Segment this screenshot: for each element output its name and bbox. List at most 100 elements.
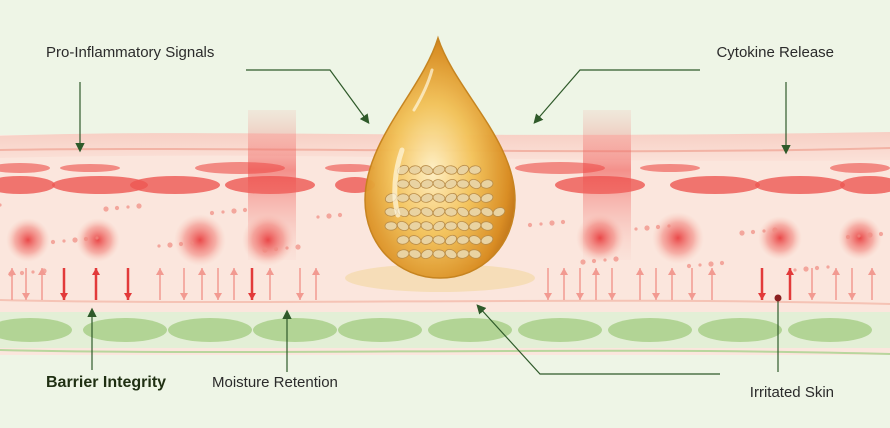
cytokine-dot: [603, 258, 607, 262]
up-down-arrow-icon: [636, 268, 644, 300]
seed: [384, 221, 398, 231]
up-down-arrow-icon: [124, 268, 132, 300]
seed: [432, 249, 446, 259]
cytokine-dot: [19, 270, 25, 276]
seed: [408, 193, 422, 203]
cytokine-dot: [750, 229, 756, 235]
cytokine-dot: [762, 229, 766, 233]
cytokine-dot: [72, 237, 78, 243]
barrier-cell: [428, 318, 512, 342]
red-cell: [130, 176, 220, 194]
inflammation-spot: [174, 214, 226, 266]
up-down-arrow-icon: [592, 268, 600, 300]
label-irritated-skin: Irritated Skin: [749, 384, 834, 401]
red-cell: [640, 164, 700, 172]
cytokine-dot: [686, 263, 692, 269]
seed: [444, 249, 458, 259]
barrier-cell: [338, 318, 422, 342]
seed: [468, 193, 482, 203]
seed: [420, 193, 434, 203]
up-down-arrow-icon: [608, 268, 616, 300]
seed: [480, 179, 494, 189]
barrier-cell: [0, 318, 72, 342]
barrier-cell: [698, 318, 782, 342]
cytokine-dot: [527, 222, 533, 228]
seed: [468, 235, 482, 245]
seed: [408, 235, 422, 245]
seed: [420, 249, 434, 259]
inflammation-spot: [76, 218, 120, 262]
up-down-arrow-icon: [214, 268, 222, 300]
seed: [432, 165, 446, 175]
cytokine-dot: [560, 219, 566, 225]
barrier-cell: [168, 318, 252, 342]
up-down-arrow-icon: [180, 268, 188, 300]
up-down-arrow-icon: [868, 268, 876, 300]
seed: [420, 207, 434, 217]
seed: [456, 179, 470, 189]
up-down-arrow-icon: [248, 268, 256, 300]
cytokine-dot: [655, 224, 661, 230]
up-down-arrow-icon: [652, 268, 660, 300]
red-cell: [325, 164, 375, 172]
up-down-arrow-icon: [560, 268, 568, 300]
barrier-cell: [788, 318, 872, 342]
cytokine-dot: [337, 212, 343, 218]
cytokine-dot: [708, 261, 714, 267]
label-pro-inflammatory-signals: Pro-Inflammatory Signals: [46, 44, 215, 61]
cytokine-dot: [209, 210, 215, 216]
cytokine-dot: [793, 268, 797, 272]
up-down-arrow-icon: [786, 268, 794, 300]
red-cell: [755, 176, 845, 194]
seed: [420, 235, 434, 245]
seed: [480, 207, 494, 217]
up-down-arrow-icon: [576, 268, 584, 300]
barrier-cell: [608, 318, 692, 342]
cytokine-dot: [295, 244, 301, 250]
inflammation-spot: [838, 216, 882, 260]
red-cell: [515, 162, 605, 174]
up-down-arrow-icon: [848, 268, 856, 300]
cytokine-dot: [878, 231, 884, 237]
seed: [480, 221, 494, 231]
seed: [432, 179, 446, 189]
cytokine-dot: [591, 258, 597, 264]
cytokine-dot: [114, 205, 120, 211]
seed: [420, 165, 434, 175]
cytokine-dot: [857, 234, 861, 238]
up-down-arrow-icon: [60, 268, 68, 300]
cytokine-dot: [845, 234, 851, 240]
up-down-arrow-icon: [688, 268, 696, 300]
cytokine-dot: [221, 210, 225, 214]
cytokine-dot: [190, 241, 194, 245]
seed: [396, 221, 410, 231]
barrier-cell: [83, 318, 167, 342]
seed: [432, 207, 446, 217]
seed: [444, 165, 458, 175]
cytokine-dot: [867, 232, 873, 238]
cytokine-dot: [634, 227, 638, 231]
seed: [456, 164, 470, 176]
cytokine-dot: [136, 203, 142, 209]
up-down-arrow-icon: [8, 268, 16, 300]
seed: [432, 221, 446, 231]
cytokine-dot: [50, 239, 56, 245]
up-down-arrow-icon: [22, 268, 30, 300]
cytokine-dot: [62, 239, 66, 243]
cytokine-dot: [157, 244, 161, 248]
up-down-arrow-icon: [296, 268, 304, 300]
seed: [468, 178, 482, 190]
up-down-arrow-icon: [808, 268, 816, 300]
up-down-arrow-icon: [758, 268, 766, 300]
cytokine-dot: [95, 236, 99, 240]
cytokine-dot: [262, 247, 268, 253]
cytokine-dot: [126, 205, 130, 209]
cytokine-dots: [0, 203, 884, 277]
inflammation-spots: [6, 212, 882, 266]
seed: [444, 179, 458, 189]
cytokine-dot: [644, 225, 650, 231]
seed: [480, 193, 494, 203]
cytokine-dot: [31, 270, 35, 274]
cytokine-dot: [580, 259, 586, 265]
